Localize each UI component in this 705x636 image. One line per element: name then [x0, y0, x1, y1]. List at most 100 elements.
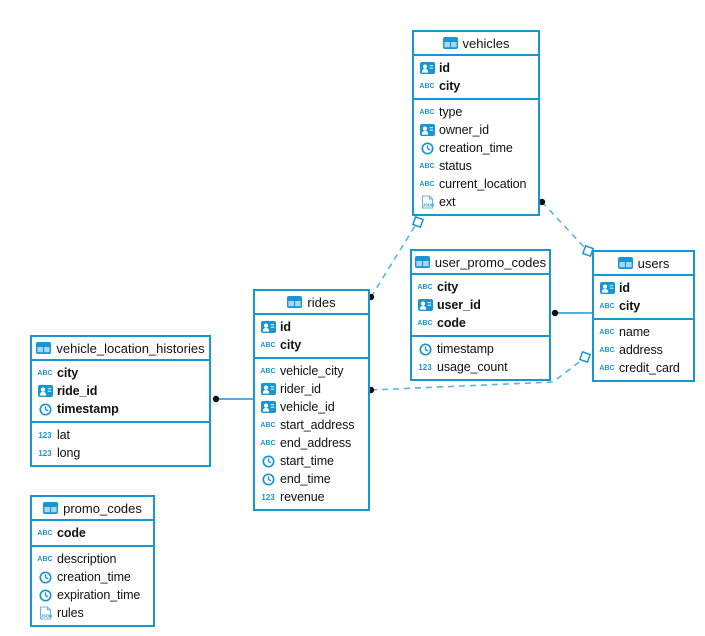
field-row[interactable]: ABC end_address	[255, 434, 368, 452]
field-name: city	[619, 299, 641, 313]
field-row[interactable]: ABC city	[412, 278, 549, 296]
field-row[interactable]: id	[255, 318, 368, 336]
fields-section: ABC description creation_time expiration…	[32, 545, 153, 625]
field-row[interactable]: vehicle_id	[255, 398, 368, 416]
field-row[interactable]: 123 revenue	[255, 488, 368, 506]
field-row[interactable]: ABC current_location	[414, 175, 538, 193]
text-type-icon: ABC	[419, 162, 435, 170]
timestamp-type-icon	[37, 588, 53, 602]
table-user_promo_codes-header[interactable]: user_promo_codes	[412, 251, 549, 275]
field-row[interactable]: ABC address	[594, 341, 693, 359]
timestamp-type-icon	[419, 141, 435, 155]
table-promo_codes-header[interactable]: promo_codes	[32, 497, 153, 521]
id-type-icon	[419, 62, 435, 74]
fields-section: timestamp 123 usage_count	[412, 335, 549, 379]
field-row[interactable]: start_time	[255, 452, 368, 470]
field-name: vehicle_city	[280, 364, 344, 378]
field-row[interactable]: timestamp	[412, 340, 549, 358]
field-row[interactable]: ABC city	[414, 77, 538, 95]
field-row[interactable]: ABC code	[32, 524, 153, 542]
relation-vehicles-users[interactable]	[538, 198, 595, 258]
table-users-header[interactable]: users	[594, 252, 693, 276]
field-name: city	[280, 338, 302, 352]
field-row[interactable]: creation_time	[32, 568, 153, 586]
table-rides[interactable]: rides id ABC city ABC vehicle_city rider…	[253, 289, 370, 511]
field-name: revenue	[280, 490, 325, 504]
fields-section: ABC name ABC address ABC credit_card	[594, 318, 693, 380]
field-row[interactable]: ABC code	[412, 314, 549, 332]
field-name: type	[439, 105, 463, 119]
text-type-icon: ABC	[599, 346, 615, 354]
timestamp-type-icon	[260, 472, 276, 486]
relation-endpoint-square	[411, 215, 425, 229]
field-row[interactable]: 123 lat	[32, 426, 209, 444]
table-icon	[287, 296, 303, 308]
text-type-icon: ABC	[419, 108, 435, 116]
svg-text:JSON: JSON	[422, 203, 433, 208]
text-type-icon: ABC	[599, 364, 615, 372]
field-name: id	[280, 320, 291, 334]
text-type-icon: ABC	[260, 439, 276, 447]
field-row[interactable]: timestamp	[32, 400, 209, 418]
field-row[interactable]: user_id	[412, 296, 549, 314]
field-row[interactable]: ABC city	[32, 364, 209, 382]
table-rides-header[interactable]: rides	[255, 291, 368, 315]
table-promo_codes[interactable]: promo_codes ABC code ABC description cre…	[30, 495, 155, 627]
field-name: ride_id	[57, 384, 98, 398]
timestamp-type-icon	[37, 402, 53, 416]
table-title: vehicles	[462, 35, 510, 51]
table-vehicles-header[interactable]: vehicles	[414, 32, 538, 56]
key-fields-section: ABC code	[32, 521, 153, 545]
id-type-icon	[260, 321, 276, 333]
field-name: end_address	[280, 436, 352, 450]
key-fields-section: ABC city user_id ABC code	[412, 275, 549, 335]
field-row[interactable]: JSON rules	[32, 604, 153, 622]
field-row[interactable]: ride_id	[32, 382, 209, 400]
text-type-icon: ABC	[260, 367, 276, 375]
text-type-icon: ABC	[419, 180, 435, 188]
timestamp-type-icon	[417, 342, 433, 356]
field-row[interactable]: id	[414, 59, 538, 77]
field-row[interactable]: ABC type	[414, 103, 538, 121]
field-row[interactable]: ABC status	[414, 157, 538, 175]
field-row[interactable]: creation_time	[414, 139, 538, 157]
text-type-icon: ABC	[599, 302, 615, 310]
field-row[interactable]: id	[594, 279, 693, 297]
field-row[interactable]: rider_id	[255, 380, 368, 398]
table-icon	[617, 257, 633, 269]
field-row[interactable]: JSON ext	[414, 193, 538, 211]
text-type-icon: ABC	[37, 529, 53, 537]
field-row[interactable]: ABC city	[594, 297, 693, 315]
field-row[interactable]: ABC vehicle_city	[255, 362, 368, 380]
table-vehicle_location_histories[interactable]: vehicle_location_histories ABC city ride…	[30, 335, 211, 467]
table-user_promo_codes[interactable]: user_promo_codes ABC city user_id ABC co…	[410, 249, 551, 381]
field-row[interactable]: expiration_time	[32, 586, 153, 604]
field-name: status	[439, 159, 472, 173]
table-icon	[442, 37, 458, 49]
svg-text:JSON: JSON	[40, 614, 51, 619]
table-vehicles[interactable]: vehicles id ABC city ABC type owner_id	[412, 30, 540, 216]
field-row[interactable]: end_time	[255, 470, 368, 488]
field-row[interactable]: 123 long	[32, 444, 209, 462]
table-users[interactable]: users id ABC city ABC name ABC address A…	[592, 250, 695, 382]
table-title: vehicle_location_histories	[56, 340, 205, 356]
relation-user_promo_codes-users[interactable]	[551, 309, 592, 317]
relation-vehicle_location_histories-rides[interactable]	[212, 395, 253, 403]
field-row[interactable]: ABC credit_card	[594, 359, 693, 377]
field-name: long	[57, 446, 81, 460]
field-name: rider_id	[280, 382, 321, 396]
table-vehicle_location_histories-header[interactable]: vehicle_location_histories	[32, 337, 209, 361]
field-row[interactable]: 123 usage_count	[412, 358, 549, 376]
field-name: creation_time	[439, 141, 513, 155]
field-row[interactable]: owner_id	[414, 121, 538, 139]
field-row[interactable]: ABC start_address	[255, 416, 368, 434]
text-type-icon: ABC	[260, 421, 276, 429]
field-row[interactable]: ABC description	[32, 550, 153, 568]
field-name: start_address	[280, 418, 355, 432]
table-title: promo_codes	[63, 500, 142, 516]
field-name: timestamp	[57, 402, 119, 416]
text-type-icon: ABC	[37, 555, 53, 563]
field-row[interactable]: ABC name	[594, 323, 693, 341]
fields-section: ABC vehicle_city rider_id vehicle_id ABC…	[255, 357, 368, 509]
field-row[interactable]: ABC city	[255, 336, 368, 354]
